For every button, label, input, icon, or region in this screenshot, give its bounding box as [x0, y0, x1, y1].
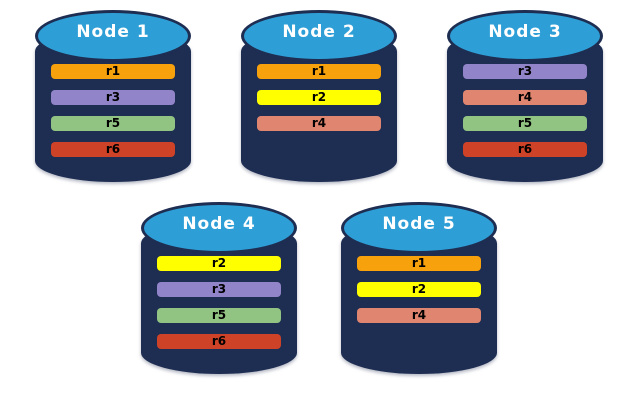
- range-replica-bar[interactable]: r6: [51, 142, 175, 157]
- range-replica-list: r1 r2 r4: [235, 64, 403, 131]
- cylinder-top-ellipse: [141, 202, 297, 254]
- range-replica-bar[interactable]: r5: [51, 116, 175, 131]
- range-replica-bar[interactable]: r3: [51, 90, 175, 105]
- range-replica-bar[interactable]: r3: [463, 64, 587, 79]
- cylinder-top-ellipse: [447, 10, 603, 62]
- range-replica-list: r2 r3 r5 r6: [135, 256, 303, 349]
- cylinder-top-ellipse: [241, 10, 397, 62]
- range-replica-list: r3 r4 r5 r6: [441, 64, 609, 157]
- range-replica-bar[interactable]: r5: [463, 116, 587, 131]
- range-replica-bar[interactable]: r3: [157, 282, 281, 297]
- range-replica-list: r1 r3 r5 r6: [29, 64, 197, 157]
- range-replica-bar[interactable]: r2: [257, 90, 381, 105]
- range-replica-bar[interactable]: r4: [357, 308, 481, 323]
- range-replica-bar[interactable]: r6: [463, 142, 587, 157]
- range-replica-bar[interactable]: r1: [357, 256, 481, 271]
- range-replica-bar[interactable]: r4: [463, 90, 587, 105]
- range-replica-bar[interactable]: r4: [257, 116, 381, 131]
- cylinder-top-ellipse: [35, 10, 191, 62]
- range-replica-bar[interactable]: r6: [157, 334, 281, 349]
- range-replica-bar[interactable]: r1: [51, 64, 175, 79]
- cylinder-top-ellipse: [341, 202, 497, 254]
- range-replica-bar[interactable]: r1: [257, 64, 381, 79]
- range-replica-list: r1 r2 r4: [335, 256, 503, 323]
- range-replica-bar[interactable]: r2: [157, 256, 281, 271]
- range-replica-bar[interactable]: r2: [357, 282, 481, 297]
- range-replica-bar[interactable]: r5: [157, 308, 281, 323]
